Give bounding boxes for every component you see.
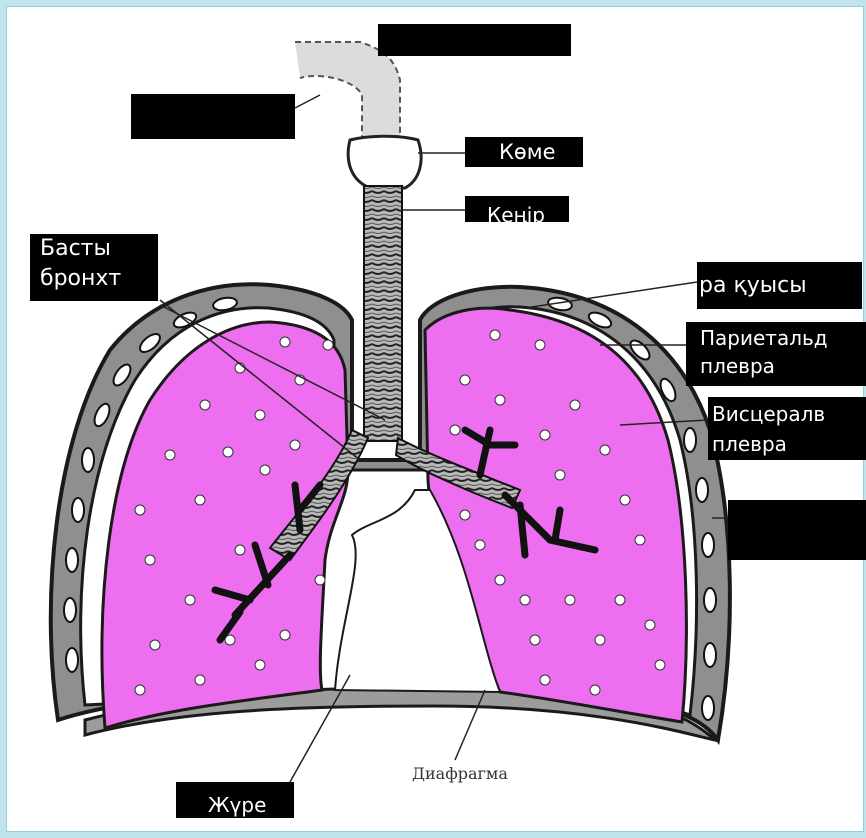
label-top-box-2 bbox=[131, 94, 295, 139]
label-kenirdek: Кеңір bbox=[465, 196, 569, 222]
label-kome: Көме bbox=[465, 137, 583, 167]
label-top-box-1 bbox=[378, 24, 571, 56]
label-plevra-kuysy: ра қуысы bbox=[697, 262, 862, 309]
trachea bbox=[364, 186, 402, 441]
label-parietal-plevra: Париетальд плевра bbox=[686, 322, 866, 386]
larynx bbox=[348, 136, 421, 188]
label-zhurek: Жүре bbox=[176, 782, 294, 818]
label-visceral-plevra: Висцералв плевра bbox=[708, 397, 866, 460]
label-basty-bronkh: Басты бронхт bbox=[30, 234, 158, 301]
upper-airway bbox=[295, 42, 400, 150]
label-diafragma: Диафрагма bbox=[412, 764, 508, 783]
label-right-box bbox=[728, 500, 866, 560]
